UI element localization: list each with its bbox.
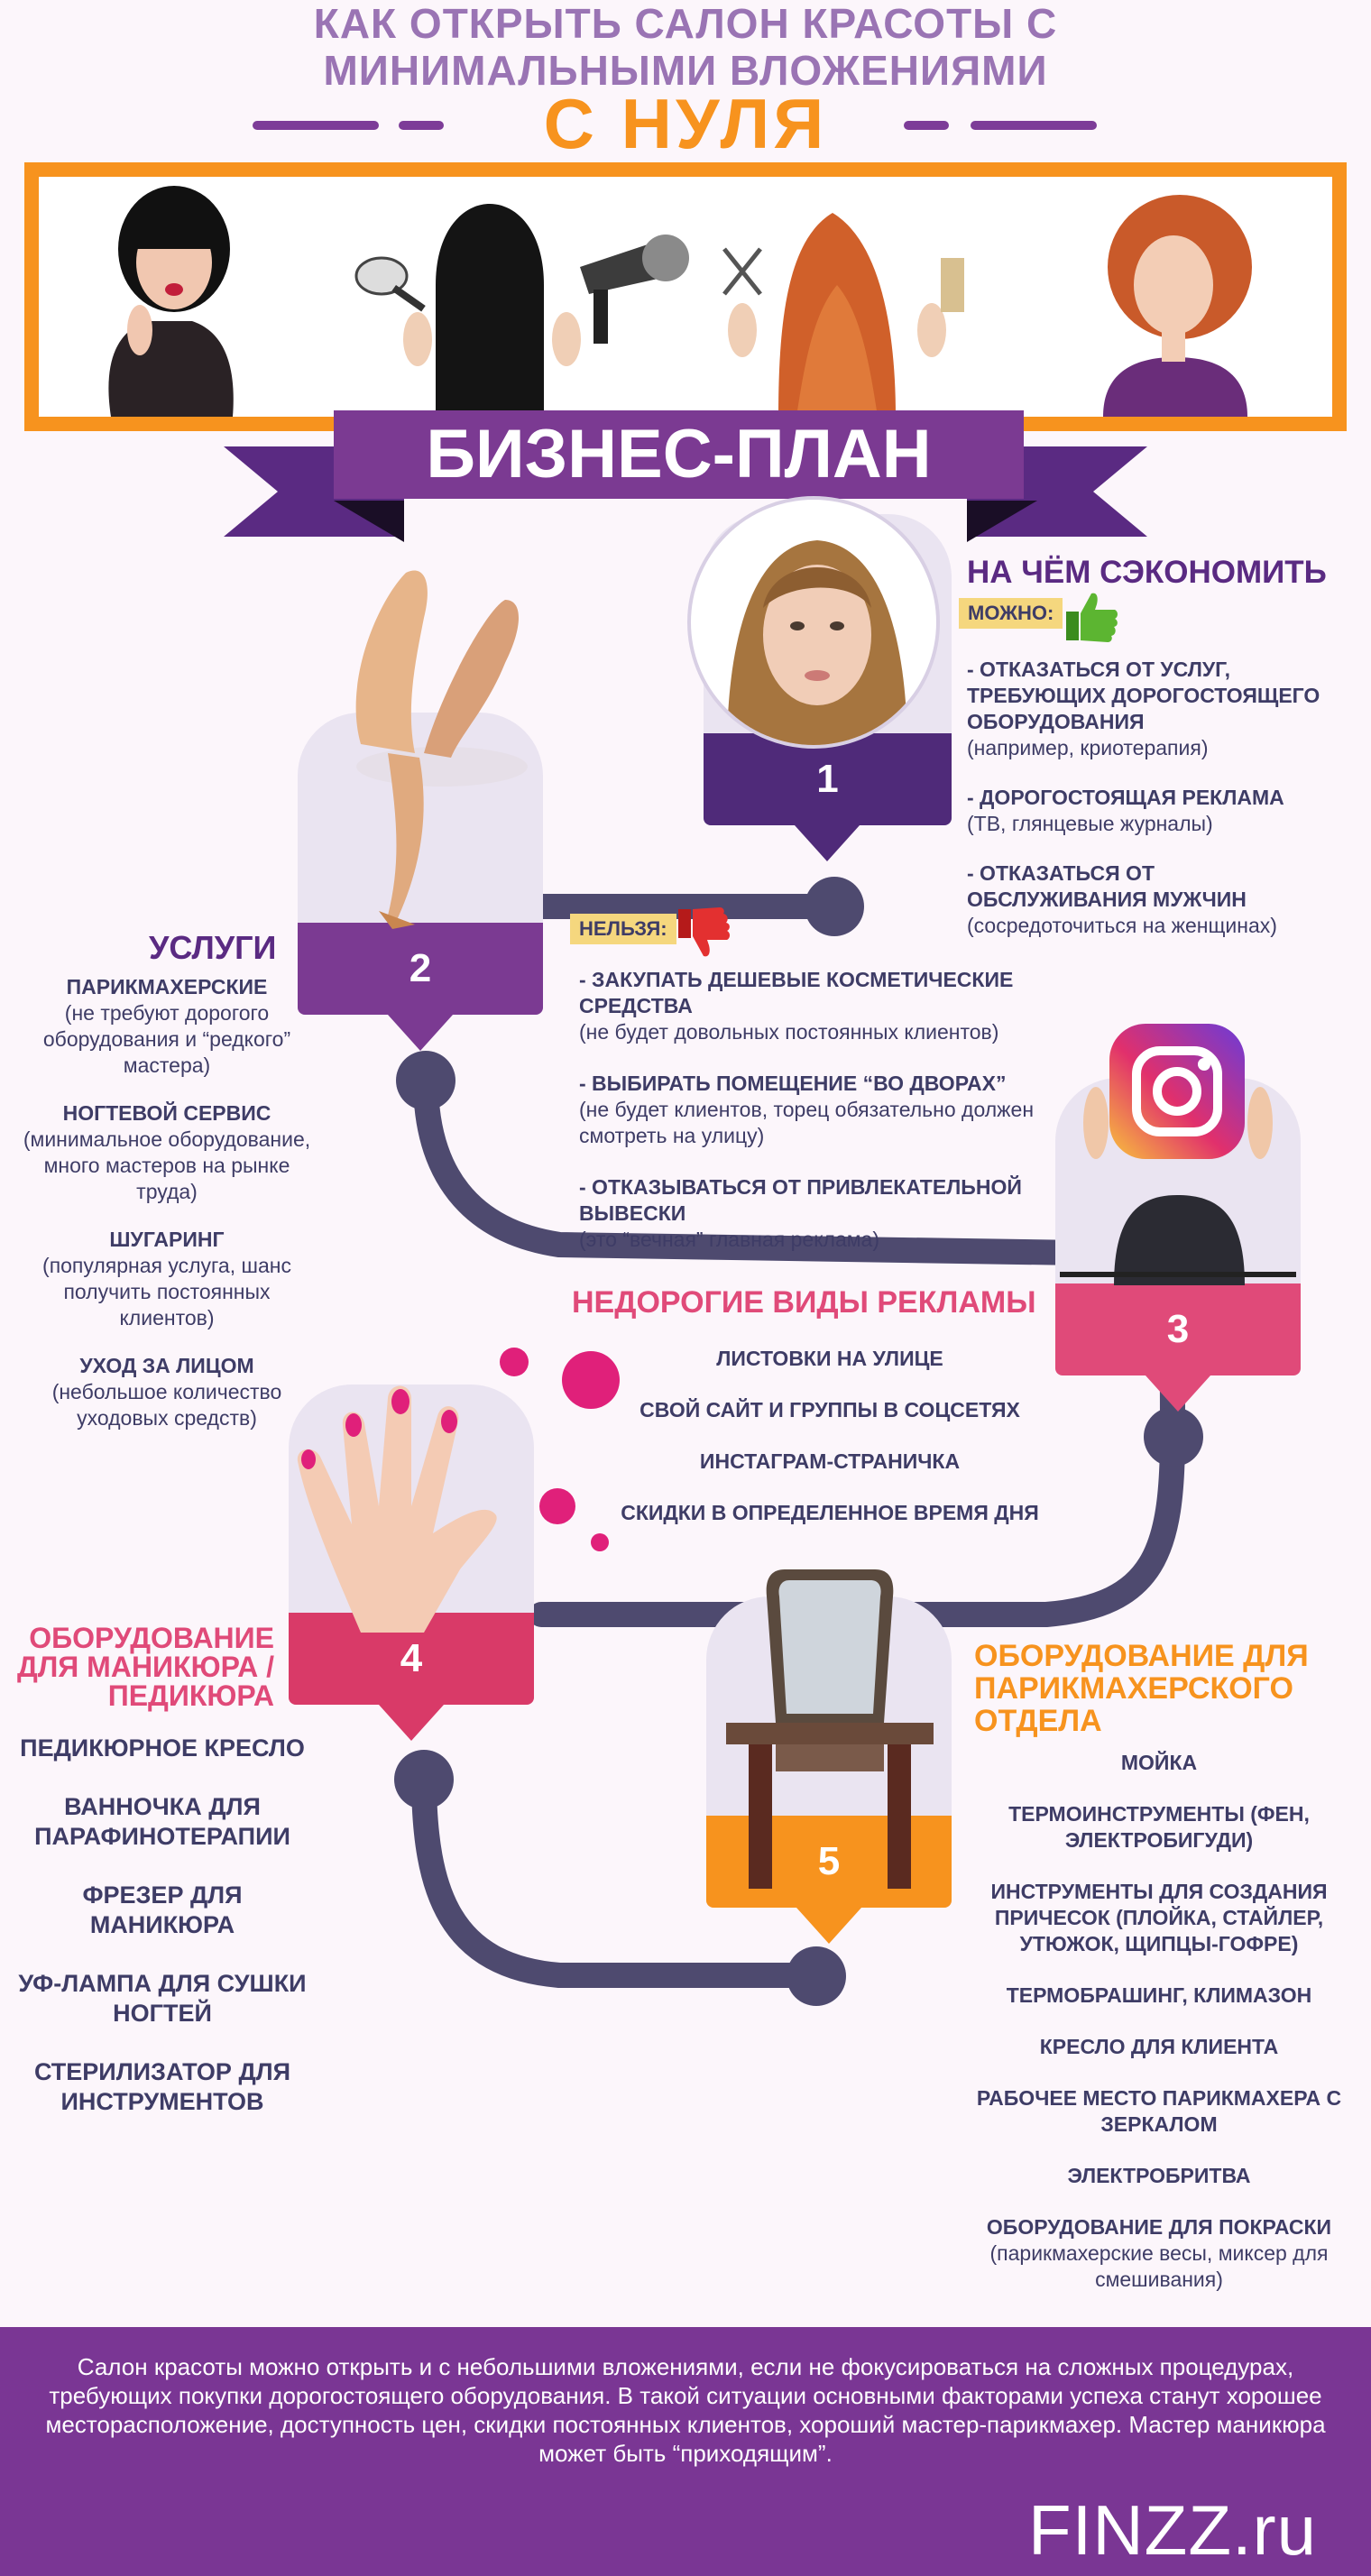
title-line-3: С НУЛЯ <box>543 84 828 163</box>
list-item-head: УХОД ЗА ЛИЦОМ <box>79 1354 254 1377</box>
step-2-number: 2 <box>298 923 543 1015</box>
list-item: УХОД ЗА ЛИЦОМ (небольшое количество уход… <box>18 1353 316 1431</box>
list-item-note: (не будет довольных постоянных клиентов) <box>579 1020 999 1044</box>
step-1-photo <box>687 496 940 749</box>
list-item-note: (небольшое количество уходовых средств) <box>51 1380 282 1430</box>
cannot-label: НЕЛЬЗЯ: <box>570 914 676 944</box>
list-item-note: (например, криотерапия) <box>967 736 1209 759</box>
list-item: ЛИСТОВКИ НА УЛИЦЕ <box>716 1347 943 1370</box>
list-item: - ОТКАЗАТЬСЯ ОТ ОБСЛУЖИВАНИЯ МУЖЧИН (сос… <box>967 860 1328 939</box>
step-1-pointer <box>795 825 860 861</box>
title-divider <box>399 121 444 130</box>
list-item-head: ПАРИКМАХЕРСКИЕ <box>66 975 268 998</box>
instagram-icon <box>1060 1024 1296 1285</box>
list-item: ИНСТАГРАМ-СТРАНИЧКА <box>699 1449 961 1473</box>
list-item: - ЗАКУПАТЬ ДЕШЕВЫЕ КОСМЕТИЧЕСКИЕ СРЕДСТВ… <box>579 967 1066 1045</box>
list-item: ПЕДИКЮРНОЕ КРЕСЛО <box>20 1734 305 1762</box>
list-item: ФРЕЗЕР ДЛЯ МАНИКЮРА <box>82 1881 243 1938</box>
list-item: ОБОРУДОВАНИЕ ДЛЯ ПОКРАСКИ (парикмахерски… <box>965 2214 1353 2293</box>
list-item: - ОТКАЗАТЬСЯ ОТ УСЛУГ, ТРЕБУЮЩИХ ДОРОГОС… <box>967 657 1328 761</box>
list-item: КРЕСЛО ДЛЯ КЛИЕНТА <box>1039 2035 1279 2058</box>
title-divider <box>253 121 379 130</box>
vanity-table-illustration <box>726 1569 934 1889</box>
cannot-list: - ЗАКУПАТЬ ДЕШЕВЫЕ КОСМЕТИЧЕСКИЕ СРЕДСТВ… <box>579 967 1066 1253</box>
timeline-dot <box>396 1051 455 1110</box>
step-4-number: 4 <box>289 1613 534 1705</box>
step-1-list: - ОТКАЗАТЬСЯ ОТ УСЛУГ, ТРЕБУЮЩИХ ДОРОГОС… <box>967 657 1328 939</box>
list-item: НОГТЕВОЙ СЕРВИС (минимальное оборудовани… <box>18 1100 316 1205</box>
list-item-head: - ЗАКУПАТЬ ДЕШЕВЫЕ КОСМЕТИЧЕСКИЕ СРЕДСТВ… <box>579 968 1014 1017</box>
step-4-pointer <box>379 1705 444 1741</box>
list-item-note: (минимальное оборудование, много мастеро… <box>23 1127 311 1203</box>
list-item-head: - ОТКАЗЫВАТЬСЯ ОТ ПРИВЛЕКАТЕЛЬНОЙ ВЫВЕСК… <box>579 1175 1022 1225</box>
hair-models-illustration <box>108 186 1252 417</box>
list-item: СТЕРИЛИЗАТОР ДЛЯ ИНСТРУМЕНТОВ <box>33 2058 291 2115</box>
list-item-head: - ОТКАЗАТЬСЯ ОТ УСЛУГ, ТРЕБУЮЩИХ ДОРОГОС… <box>967 658 1320 733</box>
step-2-list: ПАРИКМАХЕРСКИЕ (не требуют дорогого обор… <box>18 974 316 1431</box>
list-item-note: (не будет клиентов, торец обязательно до… <box>579 1098 1035 1147</box>
timeline-dot <box>394 1750 454 1809</box>
list-item: ПАРИКМАХЕРСКИЕ (не требуют дорогого обор… <box>18 974 316 1079</box>
list-item: - ОТКАЗЫВАТЬСЯ ОТ ПРИВЛЕКАТЕЛЬНОЙ ВЫВЕСК… <box>579 1174 1066 1253</box>
step-3-number: 3 <box>1055 1283 1301 1375</box>
step-4-list: ПЕДИКЮРНОЕ КРЕСЛО ВАННОЧКА ДЛЯ ПАРАФИНОТ… <box>9 1734 316 2117</box>
list-item: ИНСТРУМЕНТЫ ДЛЯ СОЗДАНИЯ ПРИЧЕСОК (ПЛОЙК… <box>990 1880 1328 1955</box>
title-line-1: КАК ОТКРЫТЬ САЛОН КРАСОТЫ С <box>313 0 1058 47</box>
list-item: ШУГАРИНГ (популярная услуга, шанс получи… <box>18 1227 316 1331</box>
list-item: МОЙКА <box>1120 1751 1198 1774</box>
list-item: УФ-ЛАМПА ДЛЯ СУШКИ НОГТЕЙ <box>18 1970 307 2027</box>
manicured-hand-illustration <box>297 1348 620 1633</box>
step-3-list: ЛИСТОВКИ НА УЛИЦЕ СВОЙ САЙТ И ГРУППЫ В С… <box>586 1346 1073 1526</box>
list-item-note: (популярная услуга, шанс получить постоя… <box>42 1254 291 1329</box>
list-item-head: - ВЫБИРАТЬ ПОМЕЩЕНИЕ “ВО ДВОРАХ” <box>579 1072 1007 1095</box>
step-5-pointer <box>796 1908 861 1944</box>
timeline-dot <box>787 1946 846 2006</box>
step-1-number: 1 <box>704 733 952 825</box>
legs-illustration <box>355 570 528 929</box>
thumb-down-icon <box>678 907 730 957</box>
step-2-pointer <box>388 1015 453 1051</box>
title-divider <box>904 121 949 130</box>
footer <box>0 2327 1371 2576</box>
list-item: ВАННОЧКА ДЛЯ ПАРАФИНОТЕРАПИИ <box>34 1793 290 1850</box>
step-3-title: НЕДОРОГИЕ ВИДЫ РЕКЛАМЫ <box>572 1285 1036 1320</box>
list-item-head: ШУГАРИНГ <box>109 1228 225 1251</box>
step-5-title: ОБОРУДОВАНИЕ ДЛЯ ПАРИКМАХЕРСКОГО ОТДЕЛА <box>974 1639 1309 1738</box>
can-label: МОЖНО: <box>959 598 1063 629</box>
list-item: ЭЛЕКТРОБРИТВА <box>1067 2164 1251 2187</box>
list-item-note: (сосредоточиться на женщинах) <box>967 914 1277 937</box>
list-item: РАБОЧЕЕ МЕСТО ПАРИКМАХЕРА С ЗЕРКАЛОМ <box>976 2086 1342 2136</box>
timeline-dot <box>1144 1407 1203 1467</box>
list-item-head: НОГТЕВОЙ СЕРВИС <box>62 1101 271 1125</box>
title-line-2: МИНИМАЛЬНЫМИ ВЛОЖЕНИЯМИ <box>323 47 1048 94</box>
list-item: - ВЫБИРАТЬ ПОМЕЩЕНИЕ “ВО ДВОРАХ” (не буд… <box>579 1071 1066 1149</box>
list-item: ТЕРМОБРАШИНГ, КЛИМАЗОН <box>1006 1983 1312 2007</box>
list-item-note: (ТВ, глянцевые журналы) <box>967 812 1213 835</box>
title-divider <box>971 121 1097 130</box>
woman-portrait-illustration <box>727 540 907 745</box>
thumb-up-icon <box>1066 593 1118 642</box>
step-4-title: ОБОРУДОВАНИЕ ДЛЯ МАНИКЮРА / ПЕДИКЮРА <box>17 1622 274 1712</box>
list-item-note: (не требуют дорогого оборудования и “ред… <box>42 1001 291 1077</box>
list-item-head: - ДОРОГОСТОЯЩАЯ РЕКЛАМА <box>967 786 1284 809</box>
list-item: - ДОРОГОСТОЯЩАЯ РЕКЛАМА (ТВ, глянцевые ж… <box>967 785 1328 837</box>
page-title: КАК ОТКРЫТЬ САЛОН КРАСОТЫ С МИНИМАЛЬНЫМИ… <box>0 0 1371 94</box>
list-item: СВОЙ САЙТ И ГРУППЫ В СОЦСЕТЯХ <box>639 1398 1020 1421</box>
step-3-pointer <box>1146 1375 1210 1412</box>
list-item-head: ОБОРУДОВАНИЕ ДЛЯ ПОКРАСКИ <box>986 2215 1332 2239</box>
step-1-title: НА ЧЁМ СЭКОНОМИТЬ <box>967 555 1327 590</box>
list-item-note: (это “вечная” главная реклама) <box>579 1228 880 1251</box>
list-item: СКИДКИ В ОПРЕДЕЛЕННОЕ ВРЕМЯ ДНЯ <box>621 1501 1039 1524</box>
timeline-dot <box>805 877 864 936</box>
step-2-title: УСЛУГИ <box>149 929 277 966</box>
site-logo[interactable]: FINZZ.ru <box>1028 2490 1317 2570</box>
banner-title: БИЗНЕС-ПЛАН <box>334 410 1024 499</box>
list-item-note: (парикмахерские весы, миксер для смешива… <box>989 2241 1329 2291</box>
step-5-list: МОЙКА ТЕРМОИНСТРУМЕНТЫ (ФЕН, ЭЛЕКТРОБИГУ… <box>965 1750 1353 2293</box>
list-item-head: - ОТКАЗАТЬСЯ ОТ ОБСЛУЖИВАНИЯ МУЖЧИН <box>967 861 1247 911</box>
footer-summary: Салон красоты можно открыть и с небольши… <box>45 2353 1326 2467</box>
list-item: ТЕРМОИНСТРУМЕНТЫ (ФЕН, ЭЛЕКТРОБИГУДИ) <box>1008 1802 1310 1852</box>
